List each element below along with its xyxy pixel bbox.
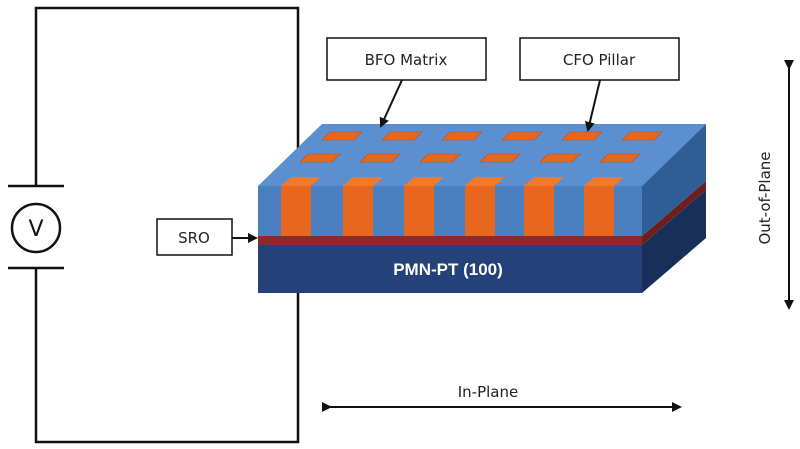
pillar — [524, 177, 564, 236]
sro-callout: SRO — [156, 218, 258, 256]
voltmeter-label: V — [28, 217, 43, 242]
pillar — [281, 177, 321, 236]
cfo-pillar-callout: CFO Pillar — [519, 37, 680, 132]
sro-label: SRO — [178, 229, 210, 247]
pillar — [584, 177, 624, 236]
out-of-plane-arrow: Out-of-Plane — [756, 60, 794, 310]
in-plane-label: In-Plane — [458, 383, 518, 401]
pmn-pt-substrate: PMN-PT (100) — [258, 190, 706, 293]
pillar — [404, 177, 444, 236]
substrate-label: PMN-PT (100) — [393, 260, 503, 279]
pillar — [343, 177, 383, 236]
out-of-plane-label: Out-of-Plane — [756, 151, 774, 244]
cfo-pillar-label: CFO Pillar — [563, 51, 636, 69]
bfo-matrix-callout: BFO Matrix — [326, 37, 487, 128]
cfo-pillars-top — [299, 131, 663, 163]
bfo-matrix-label: BFO Matrix — [365, 51, 448, 69]
sro-layer — [258, 181, 706, 245]
in-plane-arrow: In-Plane — [322, 383, 682, 412]
pillar — [465, 177, 505, 236]
voltmeter-icon: V — [10, 202, 62, 254]
cfo-pillars-front — [281, 177, 624, 236]
